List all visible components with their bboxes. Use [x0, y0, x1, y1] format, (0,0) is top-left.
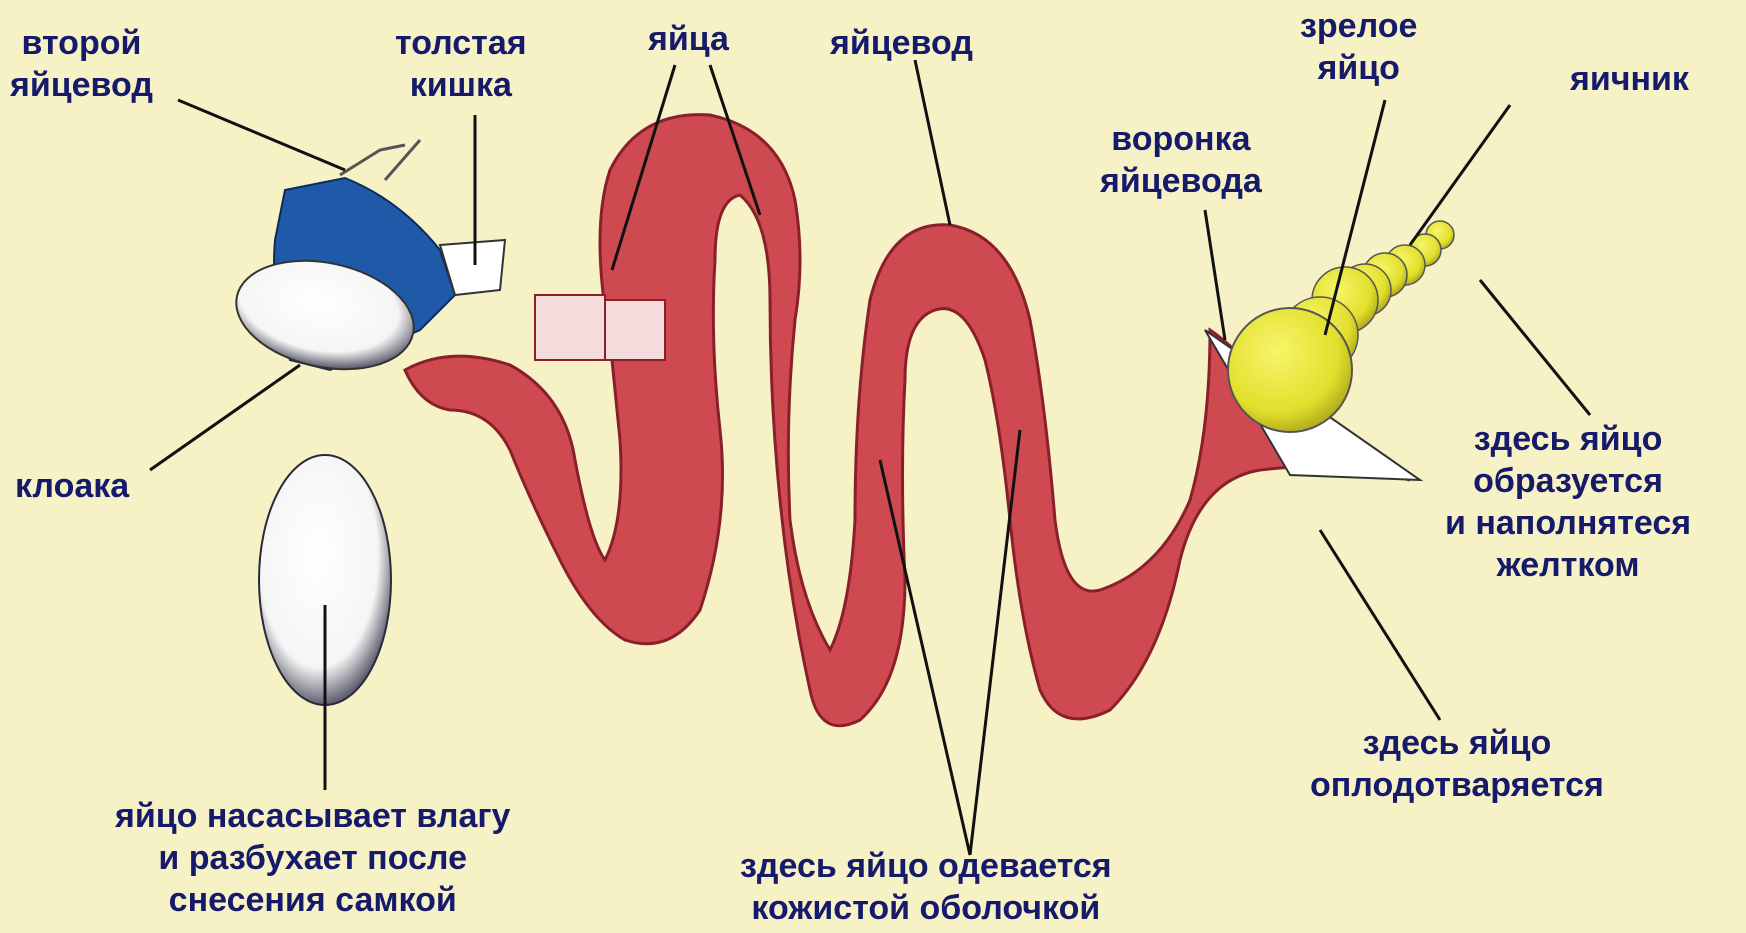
label-oviduct: яйцевод — [830, 22, 973, 64]
label-egg-fertilized: здесь яйцо оплодотваряется — [1310, 722, 1604, 806]
label-eggs: яйца — [648, 18, 729, 60]
label-egg-forms: здесь яйцо образуется и наполнятеся желт… — [1445, 418, 1691, 586]
ovary — [1228, 221, 1454, 432]
label-cloaca: клоака — [15, 465, 129, 507]
label-large-intestine: толстая кишка — [395, 22, 527, 106]
label-mature-egg: зрелое яйцо — [1300, 5, 1417, 89]
mature-egg — [1228, 308, 1352, 432]
label-ovary: яичник — [1570, 58, 1689, 100]
label-funnel: воронка яйцевода — [1100, 118, 1262, 202]
cloaca — [226, 140, 505, 385]
label-egg-absorbs: яйцо насасывает влагу и разбухает после … — [115, 795, 510, 921]
label-leathery-shell: здесь яйцо одевается кожистой оболочкой — [740, 845, 1112, 929]
label-second-oviduct: второй яйцевод — [10, 22, 153, 106]
